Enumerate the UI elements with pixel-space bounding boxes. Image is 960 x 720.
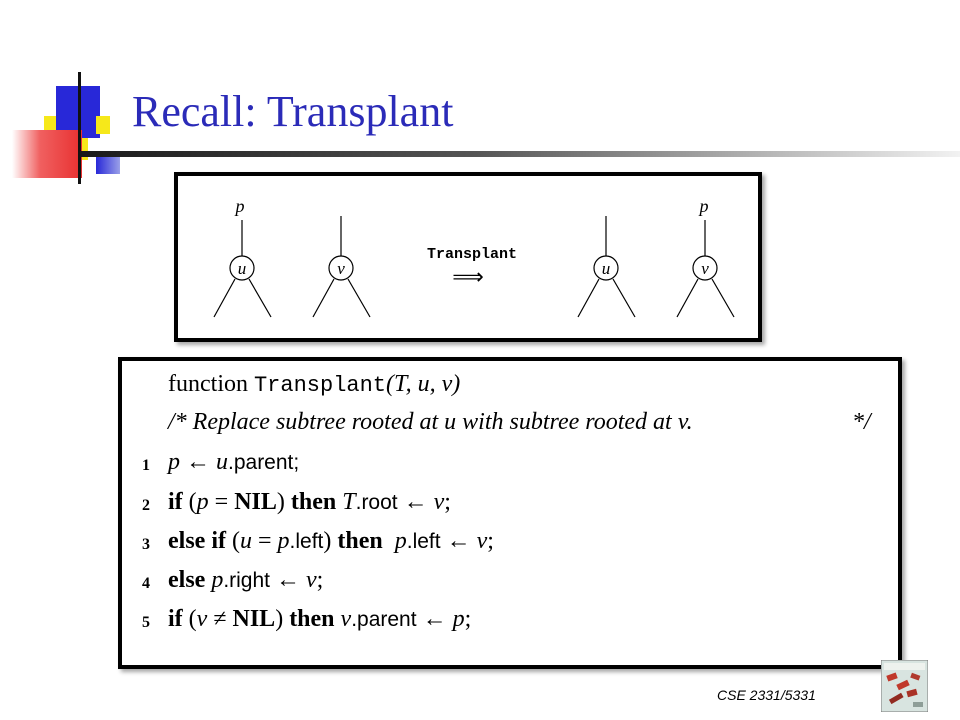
paren-open: ( [188, 606, 197, 632]
kw-if: if [168, 606, 183, 632]
field-right: .right [223, 569, 270, 592]
left-u-subtree-right [248, 278, 272, 318]
left-node-u-label: u [238, 259, 247, 278]
semicolon: ; [444, 489, 451, 515]
left-node-v [328, 255, 354, 281]
paren-open: ( [231, 528, 240, 554]
var-p: p [394, 528, 407, 554]
var-p: p [452, 606, 465, 632]
left-node-u [229, 255, 255, 281]
equals-sign: = [257, 528, 272, 554]
semicolon: ; [316, 567, 324, 593]
deco-red-fade [12, 130, 82, 178]
var-p: p [196, 489, 209, 515]
assign-arrow: ← [186, 449, 210, 475]
left-node-v-label: v [337, 259, 345, 278]
var-v: v [306, 567, 317, 593]
assign-arrow: ← [276, 567, 300, 593]
line-number: 1 [142, 457, 150, 474]
var-v: v [340, 606, 352, 632]
not-equals-sign: ≠ [213, 606, 227, 632]
assign-arrow: ← [403, 489, 428, 515]
deco-yellow-small [96, 116, 110, 134]
var-v: v [476, 528, 488, 554]
paren-close: ) [275, 606, 284, 632]
comment-end: */ [852, 409, 871, 435]
function-name: Transplant [253, 373, 387, 398]
semicolon: ; [487, 528, 494, 554]
field-parent: .parent [351, 608, 417, 631]
right-u-subtree-left [577, 278, 600, 318]
line-number: 5 [142, 614, 150, 631]
field-root: .root [355, 491, 398, 514]
right-node-v-label: v [701, 259, 709, 278]
function-args: (T, u, v) [386, 371, 461, 397]
left-v-subtree-left [312, 278, 335, 318]
var-u: u [216, 449, 228, 475]
nil-constant: NIL [232, 606, 276, 632]
var-t: T [342, 489, 356, 515]
kw-else-if: else if [168, 528, 226, 554]
right-node-u [593, 255, 619, 281]
title-underline [80, 151, 960, 157]
comment-text: /* Replace subtree rooted at u with subt… [168, 409, 693, 435]
assign-arrow: ← [422, 606, 447, 632]
kw-then: then [337, 528, 383, 554]
assign-arrow: ← [446, 528, 471, 554]
nil-constant: NIL [234, 489, 277, 515]
paren-open: ( [188, 489, 197, 515]
transplant-diagram-svg: p u v Transplant ⟹ u p v [213, 196, 735, 318]
deco-blue-small [96, 154, 120, 174]
equals-sign: = [214, 489, 229, 515]
deco-vertical-line [78, 72, 81, 184]
right-v-subtree-right [711, 278, 735, 318]
right-v-subtree-left [676, 278, 699, 318]
semicolon: ; [464, 606, 472, 632]
kw-then: then [289, 606, 335, 632]
right-node-u-label: u [602, 259, 611, 278]
implies-arrow-icon: ⟹ [452, 265, 484, 290]
right-node-v [692, 255, 718, 281]
kw-then: then [290, 489, 337, 515]
kw-else: else [168, 567, 206, 593]
line-number: 4 [142, 575, 150, 592]
operation-label: Transplant [427, 246, 517, 263]
field-left: .left [289, 530, 324, 553]
left-u-subtree-left [213, 278, 236, 318]
line-number: 2 [142, 497, 150, 514]
var-v: v [196, 606, 208, 632]
pseudocode-box: function Transplant(T, u, v) /* Replace … [118, 357, 902, 669]
transplant-diagram: p u v Transplant ⟹ u p v [174, 172, 762, 342]
textbook-cover-icon [881, 660, 928, 712]
var-p: p [168, 449, 180, 475]
right-u-subtree-right [612, 278, 636, 318]
var-p: p [211, 567, 224, 593]
var-u: u [239, 528, 252, 554]
page-title: Recall: Transplant [132, 87, 454, 136]
left-parent-label: p [234, 196, 245, 216]
var-p: p [277, 528, 290, 554]
paren-close: ) [276, 489, 285, 515]
line-number: 3 [142, 536, 150, 553]
field-left: .left [406, 530, 441, 553]
right-parent-label: p [698, 196, 709, 216]
var-v: v [433, 489, 445, 515]
left-v-subtree-right [347, 278, 371, 318]
function-keyword: function [168, 371, 248, 397]
paren-close: ) [323, 528, 332, 554]
course-footer: CSE 2331/5331 [717, 687, 816, 703]
kw-if: if [168, 489, 183, 515]
field-parent: .parent; [228, 451, 300, 474]
